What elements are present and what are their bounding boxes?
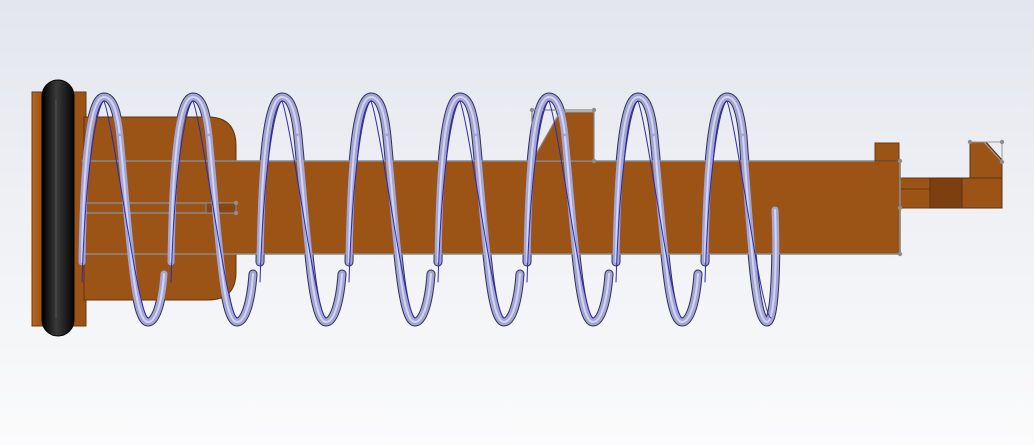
spring-coil-fall-highlight <box>564 136 610 324</box>
spring-coil-rise-highlight <box>348 95 388 263</box>
sketch-vertex[interactable] <box>967 139 973 145</box>
spring-centerline <box>615 100 683 319</box>
spring-front-coils[interactable] <box>78 93 780 326</box>
sketch-vertex[interactable] <box>897 251 903 257</box>
sketch-vertex[interactable] <box>233 200 239 206</box>
latch-body <box>961 177 1003 209</box>
spring-centerline <box>170 100 238 319</box>
spring-coil-fall-highlight <box>208 136 254 324</box>
sketch-vertex[interactable] <box>897 158 903 164</box>
spring-coil-rise-highlight <box>615 95 655 263</box>
spring-centerline <box>81 100 149 319</box>
spring-centerline <box>704 100 772 319</box>
sketch-vertex[interactable] <box>999 139 1005 145</box>
spring-coil-rise-highlight <box>704 95 744 263</box>
spring-coil-rise-highlight <box>81 95 121 263</box>
spring-coil-rise-highlight <box>437 95 477 263</box>
sketch-vertex[interactable] <box>233 210 239 216</box>
end-tab <box>874 142 900 162</box>
latch-sketch-line <box>983 141 1003 163</box>
sketch-vertex[interactable] <box>591 158 597 164</box>
stub-rod <box>899 177 931 209</box>
spring-centerline <box>526 100 594 319</box>
sketch-vertex[interactable] <box>999 159 1005 165</box>
o-ring-seal[interactable] <box>41 79 75 337</box>
sketch-vertex[interactable] <box>897 205 903 211</box>
spring-coil-fall-highlight <box>475 136 521 324</box>
slot-pin <box>205 202 237 214</box>
spring-centerline <box>259 100 327 319</box>
spring-coil-rise-highlight <box>170 95 210 263</box>
spring-coil-fall-highlight <box>119 136 165 324</box>
spring-coil-fall-highlight <box>297 136 343 324</box>
latch-block <box>929 177 963 209</box>
sketch-vertex[interactable] <box>529 107 535 113</box>
spring-coil-fall-highlight <box>653 136 699 324</box>
spring-coil-rise-highlight <box>259 95 299 263</box>
spring-centerline <box>437 100 505 319</box>
latch-hook <box>969 141 1003 179</box>
spring-coil-fall-highlight <box>386 136 432 324</box>
sketch-vertex[interactable] <box>591 107 597 113</box>
spring-centerline <box>348 100 416 319</box>
spring-coil-rise-highlight <box>526 95 566 263</box>
